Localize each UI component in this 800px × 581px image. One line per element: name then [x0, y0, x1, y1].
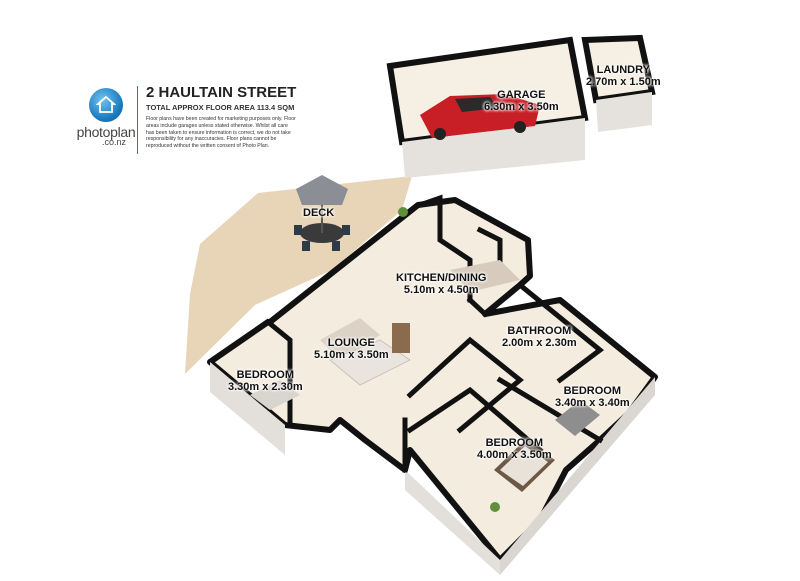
house-icon	[89, 88, 123, 122]
room-name: LOUNGE	[327, 337, 375, 349]
lounge-furniture	[320, 318, 411, 386]
brand-name: photoplan	[76, 124, 136, 140]
room-name: BATHROOM	[507, 325, 572, 337]
label-bedroom-south: BEDROOM 4.00m x 3.50m	[477, 437, 552, 461]
room-size: 2.00m x 2.30m	[502, 337, 577, 349]
plant	[490, 502, 500, 512]
header-divider	[137, 86, 138, 154]
room-size: 3.40m x 3.40m	[555, 397, 630, 409]
room-name: GARAGE	[497, 89, 546, 101]
label-laundry: LAUNDRY 2.70m x 1.50m	[586, 64, 661, 88]
room-size: 6.30m x 3.50m	[484, 101, 559, 113]
deck-area	[185, 176, 412, 374]
property-title: 2 HAULTAIN STREET	[146, 84, 297, 101]
laundry-room	[581, 34, 656, 132]
plant	[398, 207, 408, 217]
room-size: 5.10m x 3.50m	[314, 349, 389, 361]
photoplan-logo: photoplan .co.nz	[76, 88, 136, 147]
kitchen-bench	[450, 260, 520, 292]
room-name: LAUNDRY	[596, 64, 650, 76]
disclaimer: Floor plans have been created for market…	[146, 116, 296, 149]
label-garage: GARAGE 6.30m x 3.50m	[484, 89, 559, 113]
label-bathroom: BATHROOM 2.00m x 2.30m	[502, 325, 577, 349]
room-size: 5.10m x 4.50m	[403, 284, 479, 296]
label-bedroom-west: BEDROOM 3.30m x 2.30m	[228, 369, 303, 393]
label-kitchen: KITCHEN/DINING 5.10m x 4.50m	[396, 272, 486, 296]
room-size: 4.00m x 3.50m	[477, 449, 552, 461]
room-name: KITCHEN/DINING	[396, 272, 487, 284]
room-name: BEDROOM	[563, 385, 622, 397]
room-name: BEDROOM	[236, 369, 295, 381]
room-name: DECK	[303, 207, 335, 219]
brand-suffix: .co.nz	[102, 137, 127, 147]
deck-table	[294, 175, 350, 251]
bedroom-furniture	[250, 380, 600, 492]
room-size: 2.70m x 1.50m	[586, 76, 661, 88]
room-name: BEDROOM	[485, 437, 544, 449]
garage-room	[386, 36, 589, 178]
label-deck: DECK	[303, 207, 334, 219]
label-bedroom-east: BEDROOM 3.40m x 3.40m	[555, 385, 630, 409]
header: 2 HAULTAIN STREET TOTAL APPROX FLOOR ARE…	[146, 84, 306, 150]
room-size: 3.30m x 2.30m	[228, 381, 303, 393]
label-lounge: LOUNGE 5.10m x 3.50m	[314, 337, 389, 361]
red-car	[420, 94, 540, 140]
floor-area: TOTAL APPROX FLOOR AREA 113.4 SQM	[146, 103, 295, 112]
